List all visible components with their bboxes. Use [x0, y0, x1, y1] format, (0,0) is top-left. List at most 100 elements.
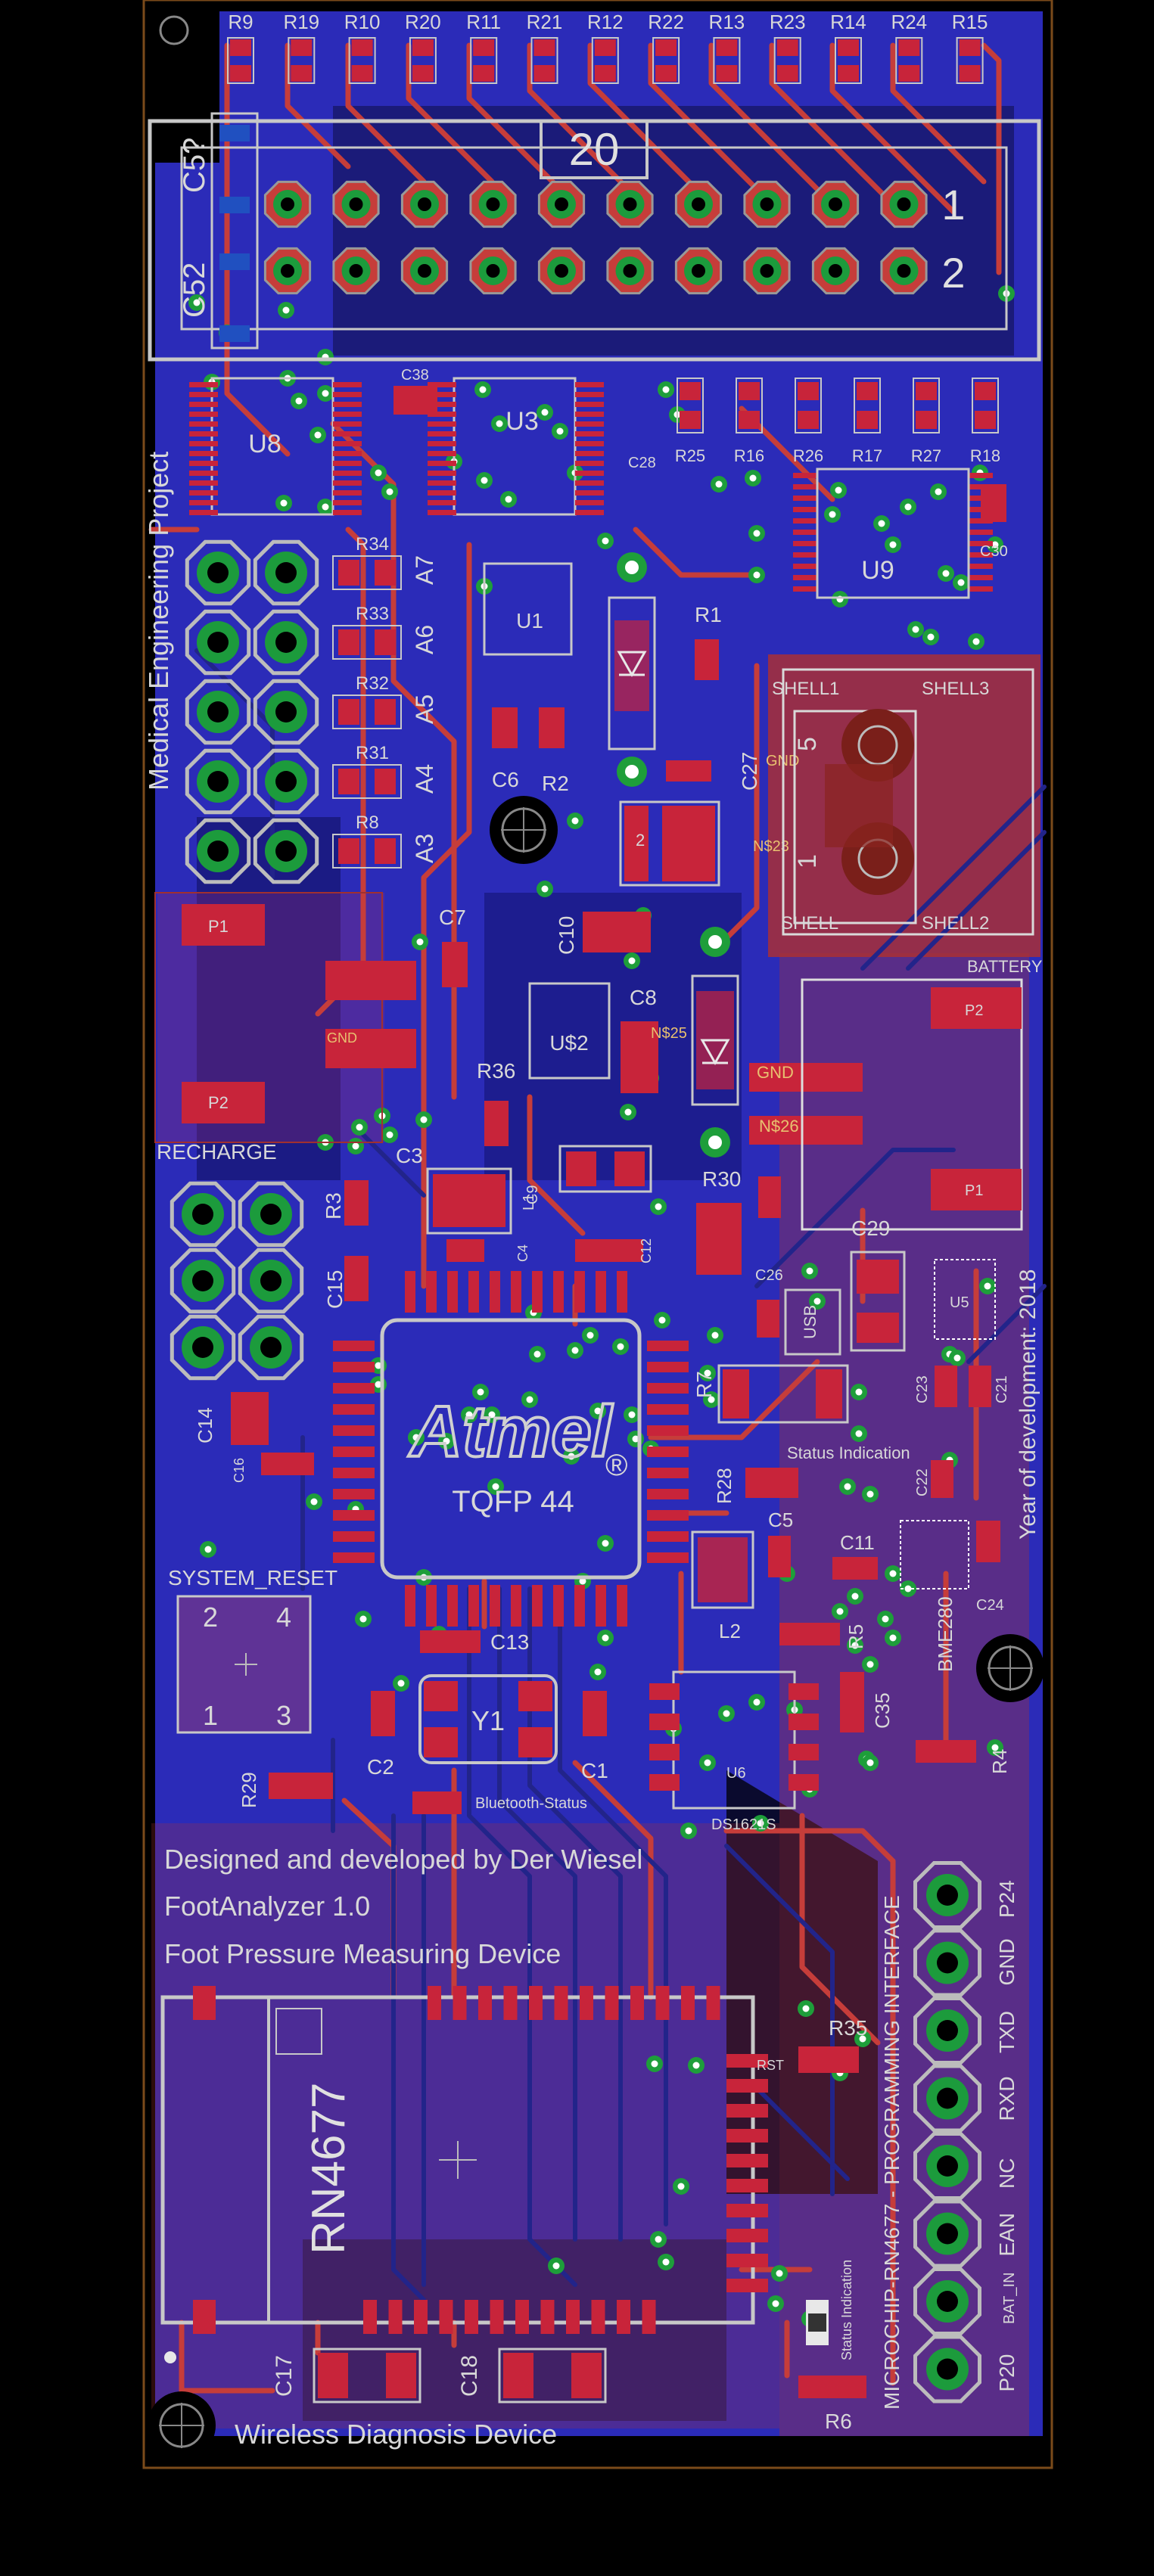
resistor-r26: R26: [793, 378, 823, 465]
prog-pin-nc: NC: [913, 2132, 1019, 2200]
connector-pin: [537, 247, 586, 295]
connector-pin: [263, 180, 312, 228]
label-r24: R24: [891, 11, 927, 33]
cap-label-c52: C52: [178, 263, 211, 318]
recharge-pin: [170, 1248, 236, 1314]
label-c8: C8: [630, 986, 657, 1009]
connector-pin: [674, 180, 723, 228]
label-r11: R11: [466, 11, 501, 33]
label-u3: U3: [505, 407, 538, 436]
label-pin2-power: 2: [636, 831, 645, 850]
label-r13: R13: [709, 11, 745, 33]
label-c38: C38: [401, 367, 429, 384]
connector-pin: [674, 247, 723, 295]
label-prog-p24: P24: [995, 1880, 1019, 1918]
label-recharge-p1: P1: [208, 917, 229, 936]
label-r33: R33: [356, 604, 389, 624]
label-recharge: RECHARGE: [157, 1140, 277, 1164]
label-n25: N$25: [651, 1025, 687, 1042]
label-r28: R28: [713, 1468, 736, 1504]
recharge-pin: [170, 1181, 236, 1248]
label-c3: C3: [396, 1144, 423, 1167]
resistor-r24: R24: [891, 11, 927, 84]
label-c24: C24: [976, 1597, 1004, 1614]
recharge-pin: [170, 1314, 236, 1381]
label-c26: C26: [755, 1267, 783, 1284]
mounting-hole-right: [976, 1634, 1044, 1702]
label-a3: A3: [411, 834, 438, 863]
sw-pin-2: 2: [203, 1602, 218, 1633]
label-r12: R12: [587, 11, 624, 33]
resistor-r15: R15: [952, 11, 988, 84]
side-title: Medical Engineering Project: [143, 452, 174, 791]
label-r19: R19: [283, 11, 319, 33]
left-small-caps: C5? C52: [178, 112, 259, 350]
label-shell2: SHELL2: [922, 913, 989, 934]
connector-label: 20: [569, 124, 620, 175]
analog-pin: [185, 609, 251, 676]
connector-20pin: 20 1 2: [148, 119, 1041, 362]
resistor-r18: R18: [970, 378, 1000, 465]
label-recharge-p2: P2: [208, 1093, 229, 1112]
label-status-indication: Status Indication: [787, 1443, 910, 1462]
connector-pin: [811, 180, 860, 228]
label-c7: C7: [439, 906, 466, 929]
connector-pin1: 1: [941, 181, 965, 228]
label-u8: U8: [248, 430, 281, 458]
label-l2: L2: [719, 1620, 741, 1642]
label-usb-pin1: 1: [793, 854, 822, 869]
analog-pin: [253, 748, 319, 815]
analog-pin: [253, 818, 319, 884]
label-c23: C23: [914, 1375, 931, 1403]
label-r20: R20: [405, 11, 441, 33]
label-r27: R27: [911, 446, 941, 465]
label-r26: R26: [793, 446, 823, 465]
connector-pin: [263, 247, 312, 295]
label-prog-bat_in: BAT_IN: [1001, 2272, 1018, 2324]
prog-pin-ean: EAN: [913, 2199, 1019, 2268]
label-u5: U5: [950, 1294, 969, 1311]
label-c22: C22: [914, 1468, 931, 1496]
label-shell: SHELL: [781, 913, 838, 934]
label-c18: C18: [457, 2355, 482, 2397]
label-c27: C27: [738, 752, 761, 791]
label-c35: C35: [871, 1692, 894, 1729]
label-c17: C17: [272, 2355, 297, 2397]
label-rn4677: RN4677: [303, 2083, 355, 2254]
label-r7: R7: [692, 1371, 716, 1398]
label-bme280: BME280: [934, 1596, 956, 1672]
label-prog-ean: EAN: [995, 2213, 1019, 2257]
label-c4: C4: [515, 1244, 530, 1262]
resistor-r25: R25: [675, 378, 705, 465]
u8-u3-block: U8 C38 U3 C28: [189, 367, 656, 516]
connector-pin: [332, 247, 380, 295]
label-gnd-mid: GND: [757, 1063, 794, 1082]
label-c14: C14: [194, 1407, 216, 1443]
product-text: FootAnalyzer 1.0: [164, 1891, 370, 1922]
label-c15: C15: [323, 1270, 347, 1309]
label-r9: R9: [228, 11, 253, 33]
label-shell1: SHELL1: [772, 679, 839, 699]
label-system-reset: SYSTEM_RESET: [168, 1566, 337, 1589]
resistor-r12: R12: [587, 11, 624, 84]
designer-text: Designed and developed by Der Wiesel: [164, 1844, 642, 1875]
label-r18: R18: [970, 446, 1000, 465]
resistor-r20: R20: [405, 11, 441, 84]
analog-pin: [253, 609, 319, 676]
connector-pin: [537, 180, 586, 228]
resistor-r16: R16: [734, 378, 764, 465]
mcu-reg: ®: [605, 1449, 627, 1482]
label-u1: U1: [516, 609, 543, 632]
sw-pin-4: 4: [276, 1602, 291, 1633]
connector-pin2: 2: [941, 249, 965, 297]
label-c29: C29: [851, 1217, 890, 1240]
power-block: U1 R1 C6 R2 C27 GND 2 N$23 SHELL1 SHELL3…: [483, 552, 1034, 936]
label-r17: R17: [852, 446, 882, 465]
mounting-hole-bottom: [148, 2391, 216, 2459]
recharge-pin: [238, 1181, 304, 1248]
connector-pin: [811, 247, 860, 295]
label-a7: A7: [411, 555, 438, 585]
label-usb-chip: USB: [801, 1305, 820, 1339]
mcu-package: TQFP 44: [452, 1485, 574, 1518]
